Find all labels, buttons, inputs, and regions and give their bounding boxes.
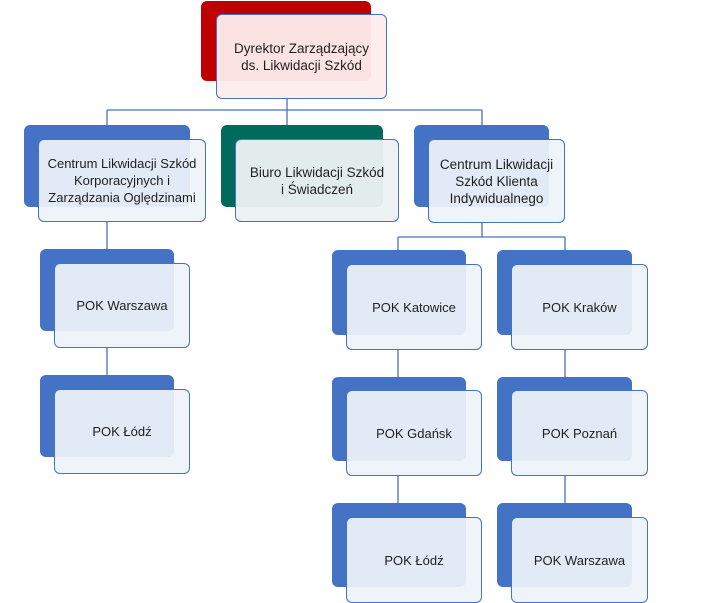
node-label: Centrum Likwidacji Szkód Klienta Indywid… bbox=[439, 156, 554, 206]
node-box: POK Warszawa bbox=[54, 263, 190, 348]
node-box: POK Łódź bbox=[54, 389, 190, 474]
node-label: Centrum Likwidacji Szkód Korporacyjnych … bbox=[47, 156, 197, 205]
node-box: POK Poznań bbox=[511, 390, 648, 476]
node-label: POK Gdańsk bbox=[376, 425, 452, 441]
node-box: POK Katowice bbox=[346, 264, 482, 350]
node-box: Centrum Likwidacji Szkód Korporacyjnych … bbox=[38, 139, 206, 222]
node-box: POK Gdańsk bbox=[346, 390, 482, 476]
node-label: Dyrektor Zarządzający ds. Likwidacji Szk… bbox=[233, 40, 370, 73]
node-label: POK Poznań bbox=[541, 425, 618, 441]
node-label: POK Kraków bbox=[542, 299, 617, 315]
node-box: POK Warszawa bbox=[511, 517, 648, 603]
node-label: Biuro Likwidacji Szkód i Świadczeń bbox=[249, 164, 385, 197]
node-box: POK Kraków bbox=[511, 264, 648, 350]
node-label: POK Warszawa bbox=[533, 552, 626, 568]
node-label: POK Katowice bbox=[372, 299, 456, 315]
node-label: POK Łódź bbox=[92, 424, 152, 439]
node-box: POK Łódź bbox=[346, 517, 482, 603]
node-label: POK Warszawa bbox=[76, 298, 168, 313]
node-box: Centrum Likwidacji Szkód Klienta Indywid… bbox=[428, 139, 565, 223]
node-box: Dyrektor Zarządzający ds. Likwidacji Szk… bbox=[216, 14, 387, 99]
node-label: POK Łódź bbox=[384, 552, 444, 568]
node-box: Biuro Likwidacji Szkód i Świadczeń bbox=[235, 139, 399, 222]
